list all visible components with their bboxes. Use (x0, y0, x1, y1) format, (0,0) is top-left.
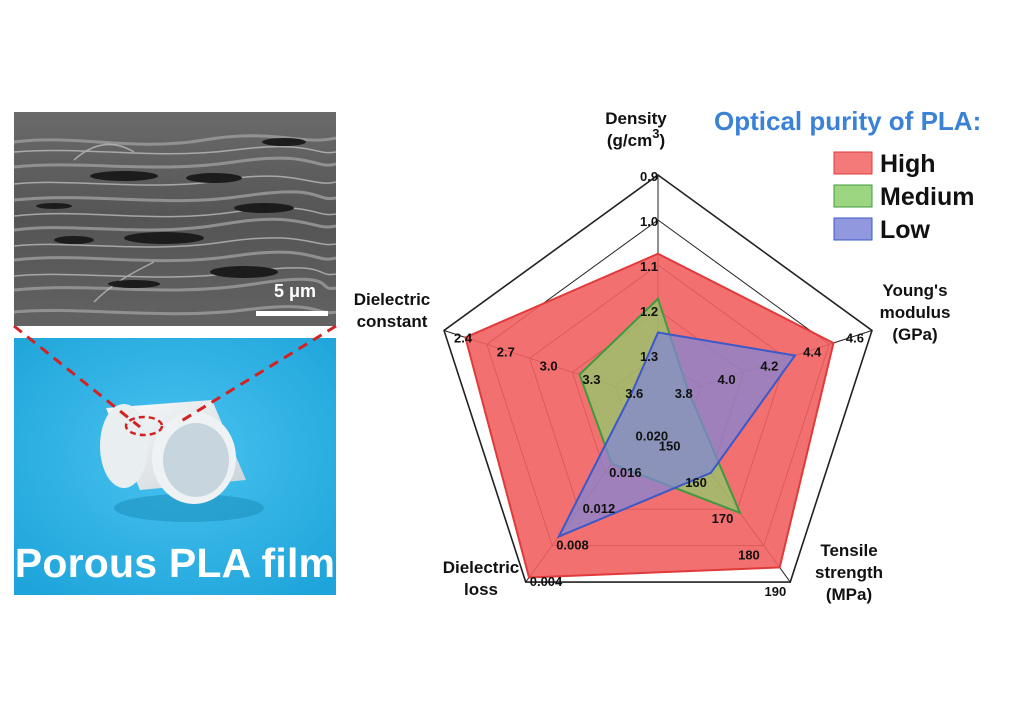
tick-label: 150 (659, 438, 681, 453)
tick-label: 160 (685, 475, 707, 490)
axis-label: modulus (880, 303, 951, 322)
legend-swatch-high (833, 151, 873, 175)
tick-label: 180 (738, 548, 760, 563)
tick-label: 0.9 (640, 169, 658, 184)
axis-label: loss (464, 580, 498, 599)
tick-label: 0.008 (556, 538, 589, 553)
legend-label-low: Low (880, 216, 931, 244)
axis-label: Density (605, 109, 667, 128)
tick-label: 1.0 (640, 214, 658, 229)
tick-label: 190 (765, 584, 787, 599)
grid-ring (443, 174, 873, 583)
tick-label: 4.4 (803, 344, 822, 359)
tick-label: 1.3 (640, 349, 658, 364)
axis-label: Tensile (820, 541, 877, 560)
radar-axis-labels: Density(g/cm3) Young's modulus (GPa) Tensile… (354, 109, 951, 604)
tick-label: 3.8 (675, 386, 693, 401)
tick-label: 0.020 (636, 428, 669, 443)
axis-label-tail: ) (659, 131, 665, 150)
tick-label: 0.004 (530, 574, 563, 589)
axis-label: constant (357, 312, 428, 331)
axis-label: Dielectric (443, 558, 520, 577)
legend: Optical purity of PLA: High Medium Low (714, 106, 981, 244)
legend-swatch-low (833, 217, 873, 241)
legend-swatch-medium (833, 184, 873, 208)
tick-label: 4.6 (846, 330, 864, 345)
series-low-area (556, 331, 797, 539)
tick-label: 0.016 (609, 465, 642, 480)
axis-label: Dielectric (354, 290, 431, 309)
axis-label-superscript: 3 (652, 126, 659, 141)
radar-series (464, 252, 835, 579)
tick-label: 1.1 (640, 259, 658, 274)
scale-bar (256, 311, 328, 316)
tick-label: 2.4 (454, 330, 473, 345)
tick-label: 3.3 (582, 372, 600, 387)
scale-bar-label: 5 μm (273, 281, 316, 301)
legend-label-high: High (880, 150, 936, 178)
tick-label: 4.0 (718, 372, 736, 387)
axis-label: strength (815, 563, 883, 582)
tick-label: 170 (712, 511, 734, 526)
sem-texture (14, 112, 336, 326)
tick-label: 3.6 (625, 386, 643, 401)
tick-label: 3.0 (540, 358, 558, 373)
tick-label: 4.2 (760, 358, 778, 373)
tick-label: 1.2 (640, 304, 658, 319)
photo-caption: Porous PLA film (14, 540, 336, 586)
tick-label: 2.7 (497, 344, 515, 359)
sem-micrograph: 5 μm (14, 112, 336, 326)
tick-label: 0.012 (583, 501, 616, 516)
legend-label-medium: Medium (880, 183, 974, 211)
legend-title: Optical purity of PLA: (714, 106, 981, 136)
axis-label: (GPa) (892, 325, 937, 344)
axis-label: (MPa) (826, 585, 872, 604)
axis-label: (g/cm3) (607, 126, 665, 150)
radar-tick-labels: 0.9 1.0 1.1 1.2 1.3 4.6 4.4 4.2 4.0 3.8 190 180 170 1… (454, 169, 864, 599)
axis-label: Young's (882, 281, 947, 300)
